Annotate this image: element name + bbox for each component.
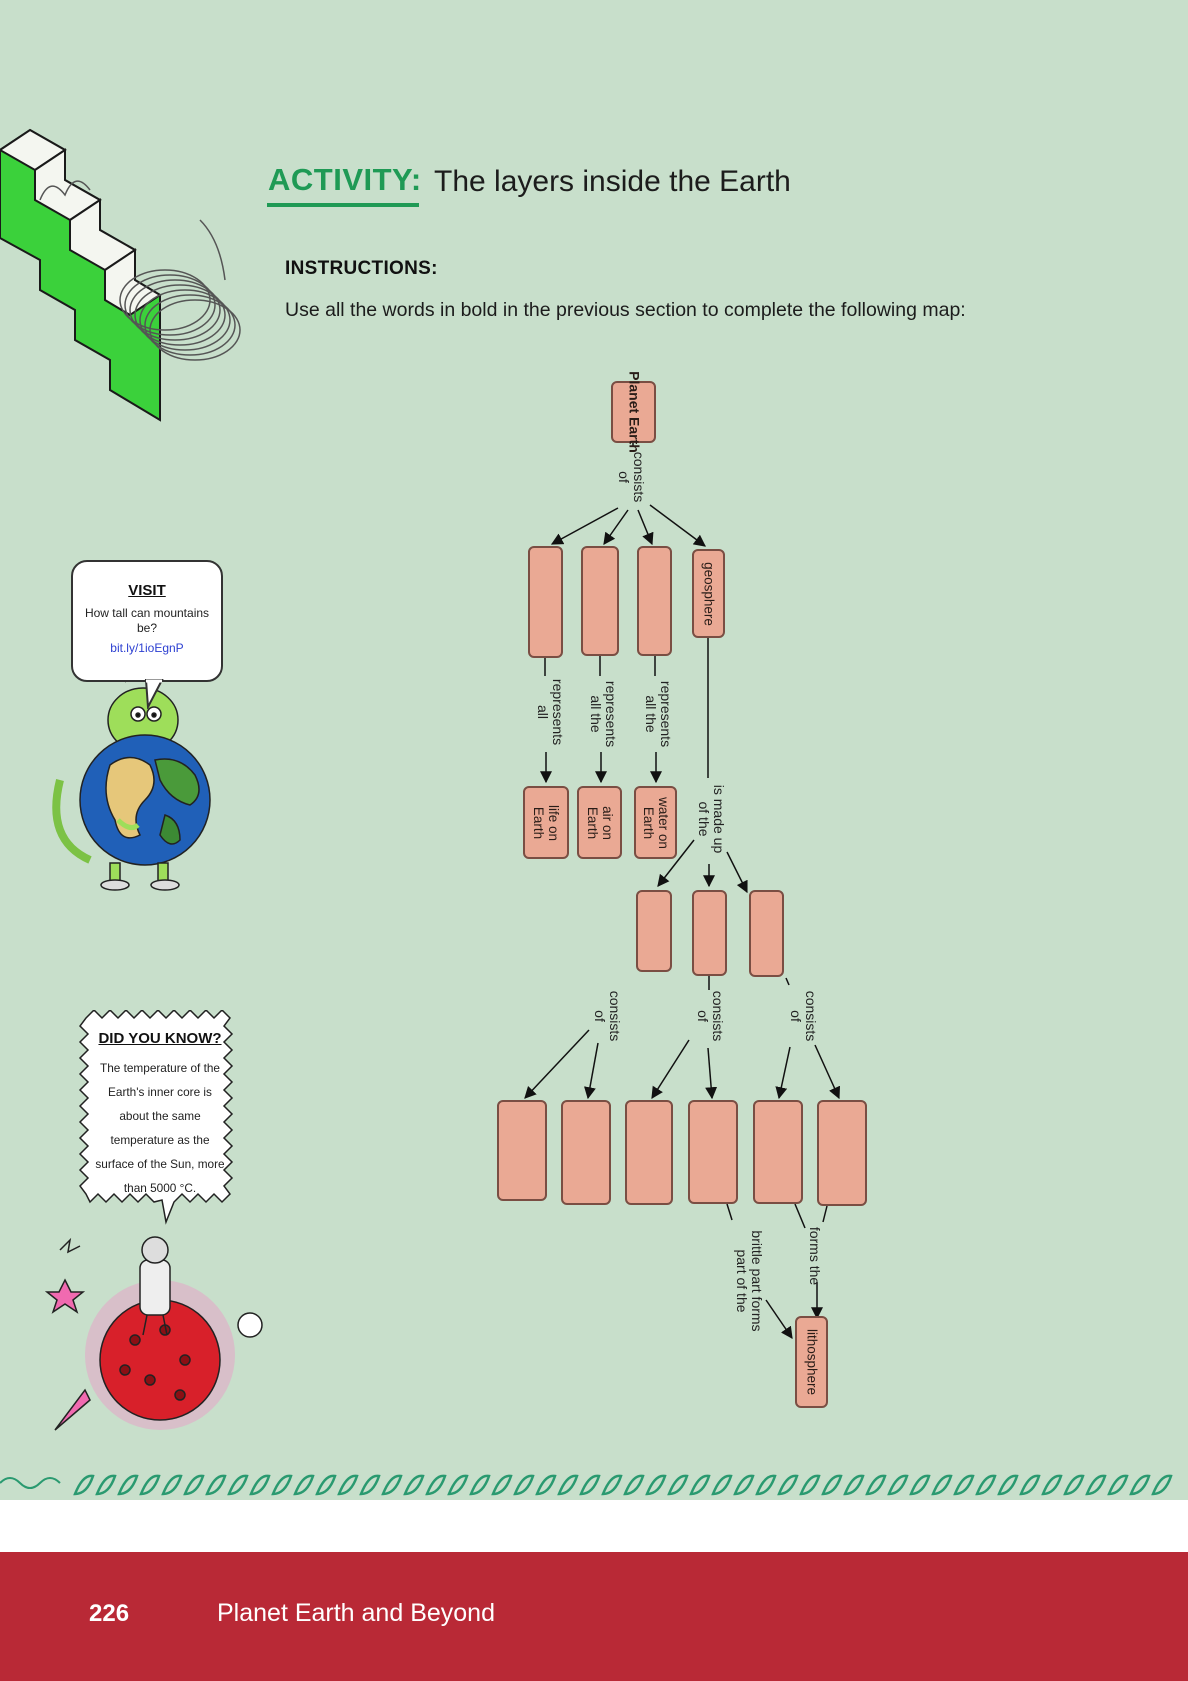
globe-character-illustration bbox=[52, 671, 211, 891]
map-node-sublayer-blank-3 bbox=[625, 1100, 673, 1205]
link-forms-the: forms the bbox=[807, 1226, 823, 1286]
instructions-heading: INSTRUCTIONS: bbox=[285, 258, 438, 279]
visit-title: VISIT bbox=[128, 582, 166, 599]
air-on-earth-text: air on Earth bbox=[584, 805, 615, 840]
link-represents-all-the-1: represents all the bbox=[588, 680, 619, 748]
map-node-life-on-earth: life on Earth bbox=[523, 786, 569, 859]
did-you-know-title: DID YOU KNOW? bbox=[98, 1030, 222, 1047]
map-node-sublayer-blank-6 bbox=[817, 1100, 867, 1206]
map-node-planet-earth: Planet Earth bbox=[611, 371, 656, 453]
visit-text: How tall can mountains be? bbox=[84, 606, 210, 635]
did-you-know-bubble bbox=[78, 1010, 234, 1225]
did-you-know-text: The temperature of the Earth's inner cor… bbox=[95, 1061, 225, 1195]
instructions-text: Use all the words in bold in the previou… bbox=[285, 299, 966, 321]
map-node-sphere-blank-2 bbox=[581, 546, 619, 656]
visit-link[interactable]: bit.ly/1ioEgnP bbox=[110, 641, 184, 655]
map-node-layer-blank-3 bbox=[749, 890, 784, 977]
map-node-water-on-earth: water on Earth bbox=[634, 786, 677, 859]
footer-bar bbox=[0, 1552, 1188, 1681]
map-node-geosphere: geosphere bbox=[692, 549, 725, 638]
map-node-sublayer-blank-5 bbox=[753, 1100, 803, 1204]
visit-callout: VISIT How tall can mountains be? bit.ly/… bbox=[71, 560, 223, 682]
geosphere-text: geosphere bbox=[701, 561, 716, 626]
concept-map-connectors bbox=[524, 442, 841, 1339]
activity-underline bbox=[267, 203, 419, 207]
link-consists-of-root: consists of bbox=[616, 451, 647, 503]
page-bottom-margin bbox=[0, 1500, 1188, 1552]
map-node-sublayer-blank-2 bbox=[561, 1100, 611, 1205]
visit-bubble-tail bbox=[144, 679, 164, 709]
water-on-earth-text: water on Earth bbox=[640, 796, 671, 849]
planet-earth-text: Planet Earth bbox=[626, 371, 642, 453]
link-is-made-up-of-the: is made up of the bbox=[696, 784, 727, 854]
map-node-lithosphere: lithosphere bbox=[795, 1316, 828, 1408]
map-node-layer-blank-1 bbox=[636, 890, 672, 972]
link-layer-consists-of-1: consists of bbox=[592, 990, 623, 1042]
life-on-earth-text: life on Earth bbox=[531, 804, 561, 841]
did-you-know-callout: DID YOU KNOW? The temperature of the Ear… bbox=[92, 1030, 228, 1200]
stairs-slinky-illustration bbox=[0, 128, 241, 422]
map-node-layer-blank-2 bbox=[692, 890, 727, 976]
activity-label: ACTIVITY: bbox=[268, 162, 422, 197]
decorative-chain-border bbox=[0, 1474, 1173, 1496]
book-title: Planet Earth and Beyond bbox=[217, 1599, 495, 1627]
map-node-sphere-blank-1 bbox=[528, 546, 563, 658]
link-represents-all: represents all bbox=[535, 678, 566, 746]
map-node-air-on-earth: air on Earth bbox=[577, 786, 622, 859]
astronaut-planet-illustration bbox=[44, 1236, 263, 1431]
map-node-sublayer-blank-4 bbox=[688, 1100, 738, 1204]
lithosphere-text: lithosphere bbox=[804, 1328, 819, 1396]
link-brittle-part: brittle part forms part of the bbox=[734, 1230, 765, 1332]
map-node-sphere-blank-3 bbox=[637, 546, 672, 656]
link-layer-consists-of-2: consists of bbox=[695, 990, 726, 1042]
page-number: 226 bbox=[89, 1600, 130, 1627]
link-layer-consists-of-3: consists of bbox=[788, 990, 819, 1042]
link-represents-all-the-2: represents all the bbox=[643, 680, 674, 748]
page-title: The layers inside the Earth bbox=[434, 165, 791, 198]
map-node-sublayer-blank-1 bbox=[497, 1100, 547, 1201]
